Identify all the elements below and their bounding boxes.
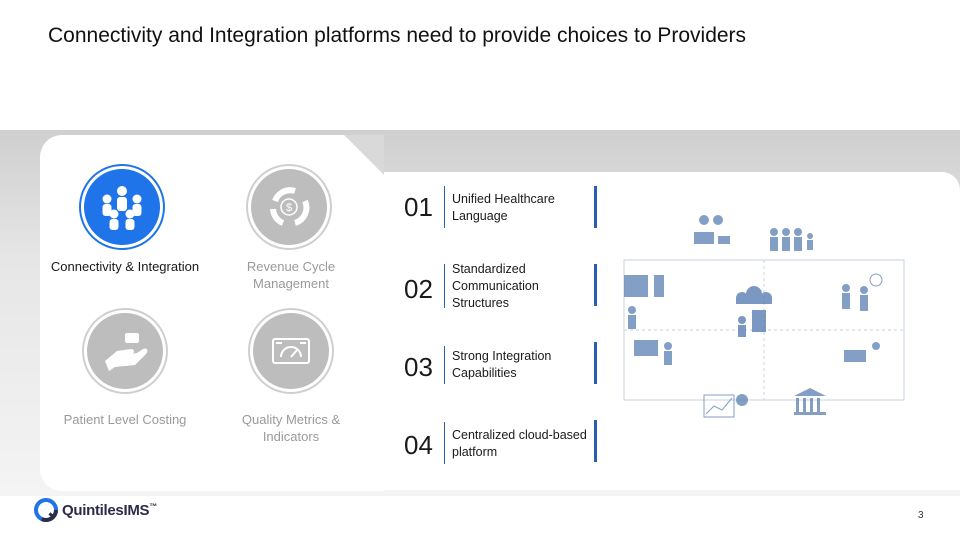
hand-payment-icon bbox=[87, 313, 163, 389]
divider bbox=[444, 186, 445, 228]
gauge-dashboard-icon bbox=[253, 313, 329, 389]
divider bbox=[594, 420, 597, 462]
pharmacy-icon bbox=[842, 273, 883, 311]
feature-text: Unified Healthcare Language bbox=[452, 192, 555, 223]
clinic-icon bbox=[624, 275, 664, 329]
svg-text:$: $ bbox=[286, 202, 292, 214]
hospital-bed-icon bbox=[844, 342, 880, 362]
people-network-icon bbox=[84, 169, 160, 245]
feature-number: 01 bbox=[404, 192, 433, 222]
analytics-icon bbox=[703, 394, 748, 418]
feature-number: 04 bbox=[404, 430, 433, 460]
card-label: Quality Metrics & Indicators bbox=[241, 412, 341, 444]
ecosystem-diagram bbox=[623, 215, 905, 418]
logo-mark-icon bbox=[34, 498, 58, 522]
lab-icon bbox=[634, 340, 672, 365]
divider bbox=[594, 186, 597, 228]
office-desk-icon bbox=[694, 215, 730, 244]
divider bbox=[444, 264, 445, 308]
feature-number: 02 bbox=[404, 274, 433, 304]
page-number: 3 bbox=[918, 510, 924, 521]
card-label: Connectivity & Integration bbox=[50, 259, 200, 274]
divider bbox=[594, 342, 597, 384]
people-group-icon bbox=[770, 228, 813, 251]
logo-wordmark: QuintilesIMS™ bbox=[62, 501, 157, 519]
cloud-server-icon bbox=[736, 286, 772, 337]
slide-title: Connectivity and Integration platforms n… bbox=[48, 24, 747, 47]
feature-text: Strong Integration Capabilities bbox=[452, 349, 552, 380]
brand-logo: QuintilesIMS™ bbox=[34, 498, 157, 522]
card-label: Revenue Cycle Management bbox=[246, 259, 336, 291]
feature-number: 03 bbox=[404, 352, 433, 382]
card-label: Patient Level Costing bbox=[63, 412, 187, 427]
feature-text: Centralized cloud-based platform bbox=[452, 428, 587, 459]
feature-text: Standardized Communication Structures bbox=[452, 262, 539, 310]
divider bbox=[444, 346, 445, 384]
features-panel bbox=[384, 172, 960, 490]
divider bbox=[594, 264, 597, 306]
dollar-cycle-icon: $ bbox=[251, 169, 327, 245]
divider bbox=[444, 422, 445, 464]
government-building-icon bbox=[794, 388, 826, 415]
